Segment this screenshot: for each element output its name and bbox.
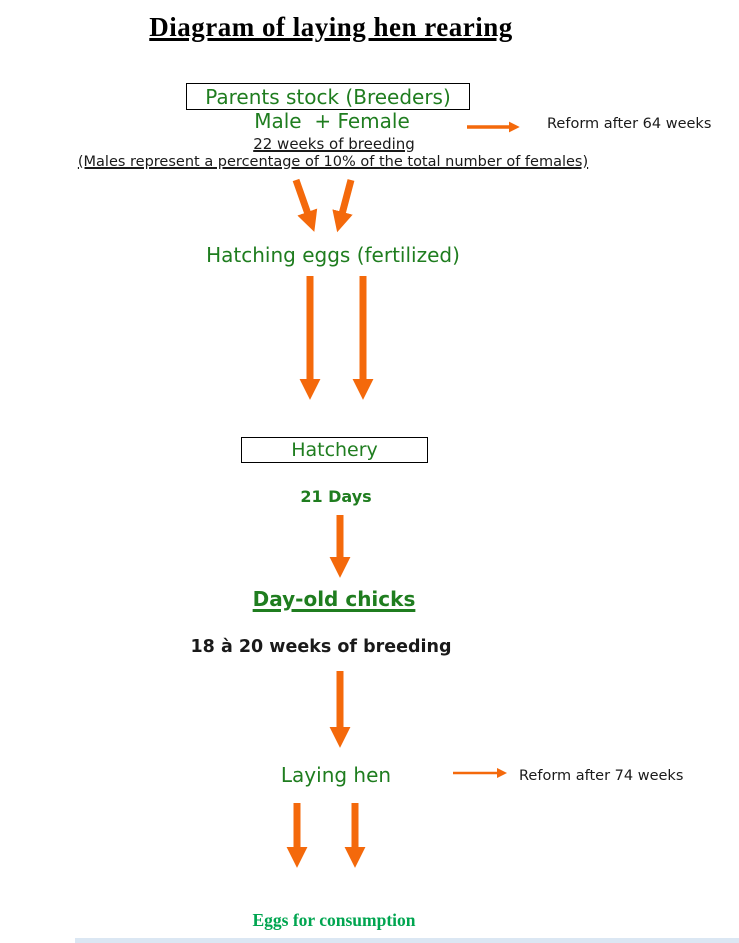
male-female-label: Male + Female	[254, 109, 410, 133]
males-percentage-label: (Males represent a percentage of 10% of …	[77, 154, 589, 170]
hatchery-box: Hatchery	[241, 437, 428, 463]
arrow-parents-to-hatching-left-icon	[292, 178, 318, 232]
days-21-label: 21 Days	[300, 487, 372, 506]
reform-74-note: Reform after 74 weeks	[519, 768, 684, 784]
breeding-18-20-label: 18 à 20 weeks of breeding	[190, 637, 452, 657]
arrow-parents-to-hatching-right-icon	[332, 179, 355, 233]
hatching-eggs-label: Hatching eggs (fertilized)	[206, 243, 460, 267]
page-edge-strip	[75, 938, 739, 943]
eggs-consumption-label: Eggs for consumption	[252, 910, 416, 930]
parents-stock-label: Parents stock (Breeders)	[205, 84, 451, 109]
hatchery-label: Hatchery	[291, 439, 378, 461]
parents-stock-box: Parents stock (Breeders)	[186, 83, 470, 110]
breeding-22-label: 22 weeks of breeding	[253, 135, 415, 153]
page-title: Diagram of laying hen rearing	[149, 12, 513, 42]
reform-64-note: Reform after 64 weeks	[547, 116, 712, 132]
day-old-chicks-label: Day-old chicks	[252, 587, 416, 611]
laying-hen-label: Laying hen	[280, 763, 392, 787]
